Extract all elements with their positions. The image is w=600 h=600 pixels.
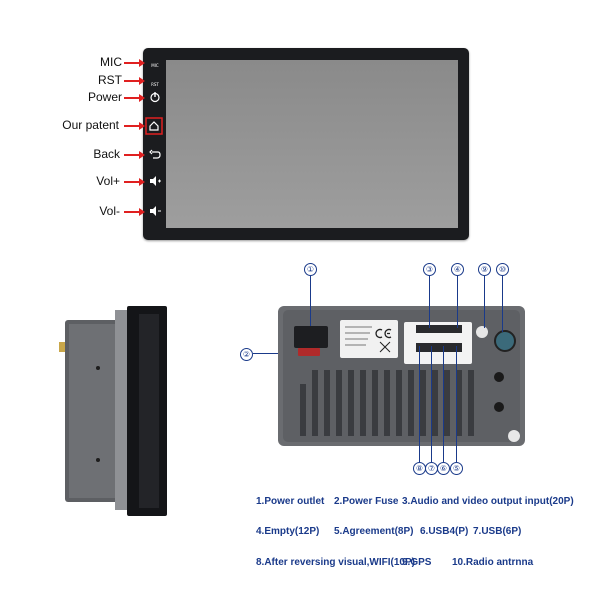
arrowhead-rst (139, 77, 145, 85)
vent-fin (324, 370, 330, 436)
head-unit-side-view (59, 306, 167, 516)
callout-2-line (253, 353, 287, 354)
arrow-vol-up (124, 181, 140, 183)
power-fuse[interactable] (298, 348, 320, 356)
legend-item-reversing-wifi: 8.After reversing visual,WIFI(10P) (256, 557, 415, 568)
vent-fin (360, 370, 366, 436)
label-our-patent: Our patent (62, 118, 119, 132)
rst-mark: RST (151, 82, 159, 87)
arrow-mic (124, 62, 140, 64)
label-mic: MIC (100, 55, 122, 69)
callout-2: ② (240, 348, 253, 361)
callout-9: ⑨ (478, 263, 491, 276)
home-icon[interactable] (145, 117, 163, 135)
arrow-our-patent (124, 125, 140, 127)
screw-hole (508, 430, 520, 442)
legend-item-power-outlet: 1.Power outlet (256, 496, 325, 507)
power-icon[interactable] (148, 91, 162, 103)
vent-fin (408, 370, 414, 436)
callout-7-line (431, 346, 432, 462)
legend-item-power-fuse: 2.Power Fuse (334, 496, 399, 507)
label-vol-down: Vol- (99, 204, 120, 218)
legend-item-usb6: 7.USB(6P) (473, 526, 522, 537)
label-back: Back (93, 147, 120, 161)
head-unit-touchscreen[interactable] (166, 60, 458, 228)
label-rst: RST (98, 73, 122, 87)
callout-3: ③ (423, 263, 436, 276)
vent-fin (432, 370, 438, 436)
arrowhead-back (139, 151, 145, 159)
arrowhead-power (139, 94, 145, 102)
ce-mark-icon (345, 326, 392, 353)
usb-connector-row[interactable] (416, 343, 462, 352)
legend-item-gps: 9.GPS (402, 557, 432, 568)
callout-5: ⑤ (450, 462, 463, 475)
vent-fin (456, 370, 462, 436)
arrow-power (124, 97, 140, 99)
audio-video-connector[interactable] (416, 325, 462, 333)
screw-hole (494, 372, 504, 382)
callout-10: ⑩ (496, 263, 509, 276)
vent-fin (300, 384, 306, 436)
arrow-vol-down (124, 211, 140, 213)
arrowhead-vol-down (139, 208, 145, 216)
vent-fin (468, 370, 474, 436)
callout-3-line (429, 276, 430, 328)
arrowhead-mic (139, 59, 145, 67)
vent-fin (372, 370, 378, 436)
vent-fin (336, 370, 342, 436)
mic-mark: MIC (151, 63, 159, 68)
gps-port[interactable] (476, 326, 488, 338)
legend-item-usb4: 6.USB4(P) (420, 526, 469, 537)
legend-item-agreement: 5.Agreement(8P) (334, 526, 414, 537)
vent-fin (312, 370, 318, 436)
arrowhead-our-patent (139, 122, 145, 130)
callout-1-line (310, 276, 311, 326)
radio-antenna-port[interactable] (494, 330, 516, 352)
callout-1: ① (304, 263, 317, 276)
volume-up-icon[interactable] (148, 175, 162, 187)
label-vol-up: Vol+ (96, 174, 120, 188)
vent-fin (348, 370, 354, 436)
volume-down-icon[interactable] (148, 205, 162, 217)
callout-6-line (443, 346, 444, 462)
vent-fin (384, 370, 390, 436)
callout-4: ④ (451, 263, 464, 276)
vent-fin (396, 370, 402, 436)
callout-10-line (502, 276, 503, 332)
legend-item-radio-antenna: 10.Radio antrnna (452, 557, 534, 568)
callout-6: ⑥ (437, 462, 450, 475)
arrow-back (124, 154, 140, 156)
screw-hole (494, 402, 504, 412)
back-icon[interactable] (148, 148, 162, 160)
power-outlet-connector[interactable] (294, 326, 328, 348)
arrow-rst (124, 80, 140, 82)
callout-9-line (484, 276, 485, 328)
callout-8-line (419, 346, 420, 462)
legend-item-audio-video: 3.Audio and video output input(20P) (402, 496, 574, 507)
vent-fin (444, 370, 450, 436)
vent-fin (420, 370, 426, 436)
label-power: Power (87, 90, 122, 104)
arrowhead-vol-up (139, 178, 145, 186)
callout-5-line (456, 346, 457, 462)
callout-4-line (457, 276, 458, 328)
legend-item-empty: 4.Empty(12P) (256, 526, 320, 537)
